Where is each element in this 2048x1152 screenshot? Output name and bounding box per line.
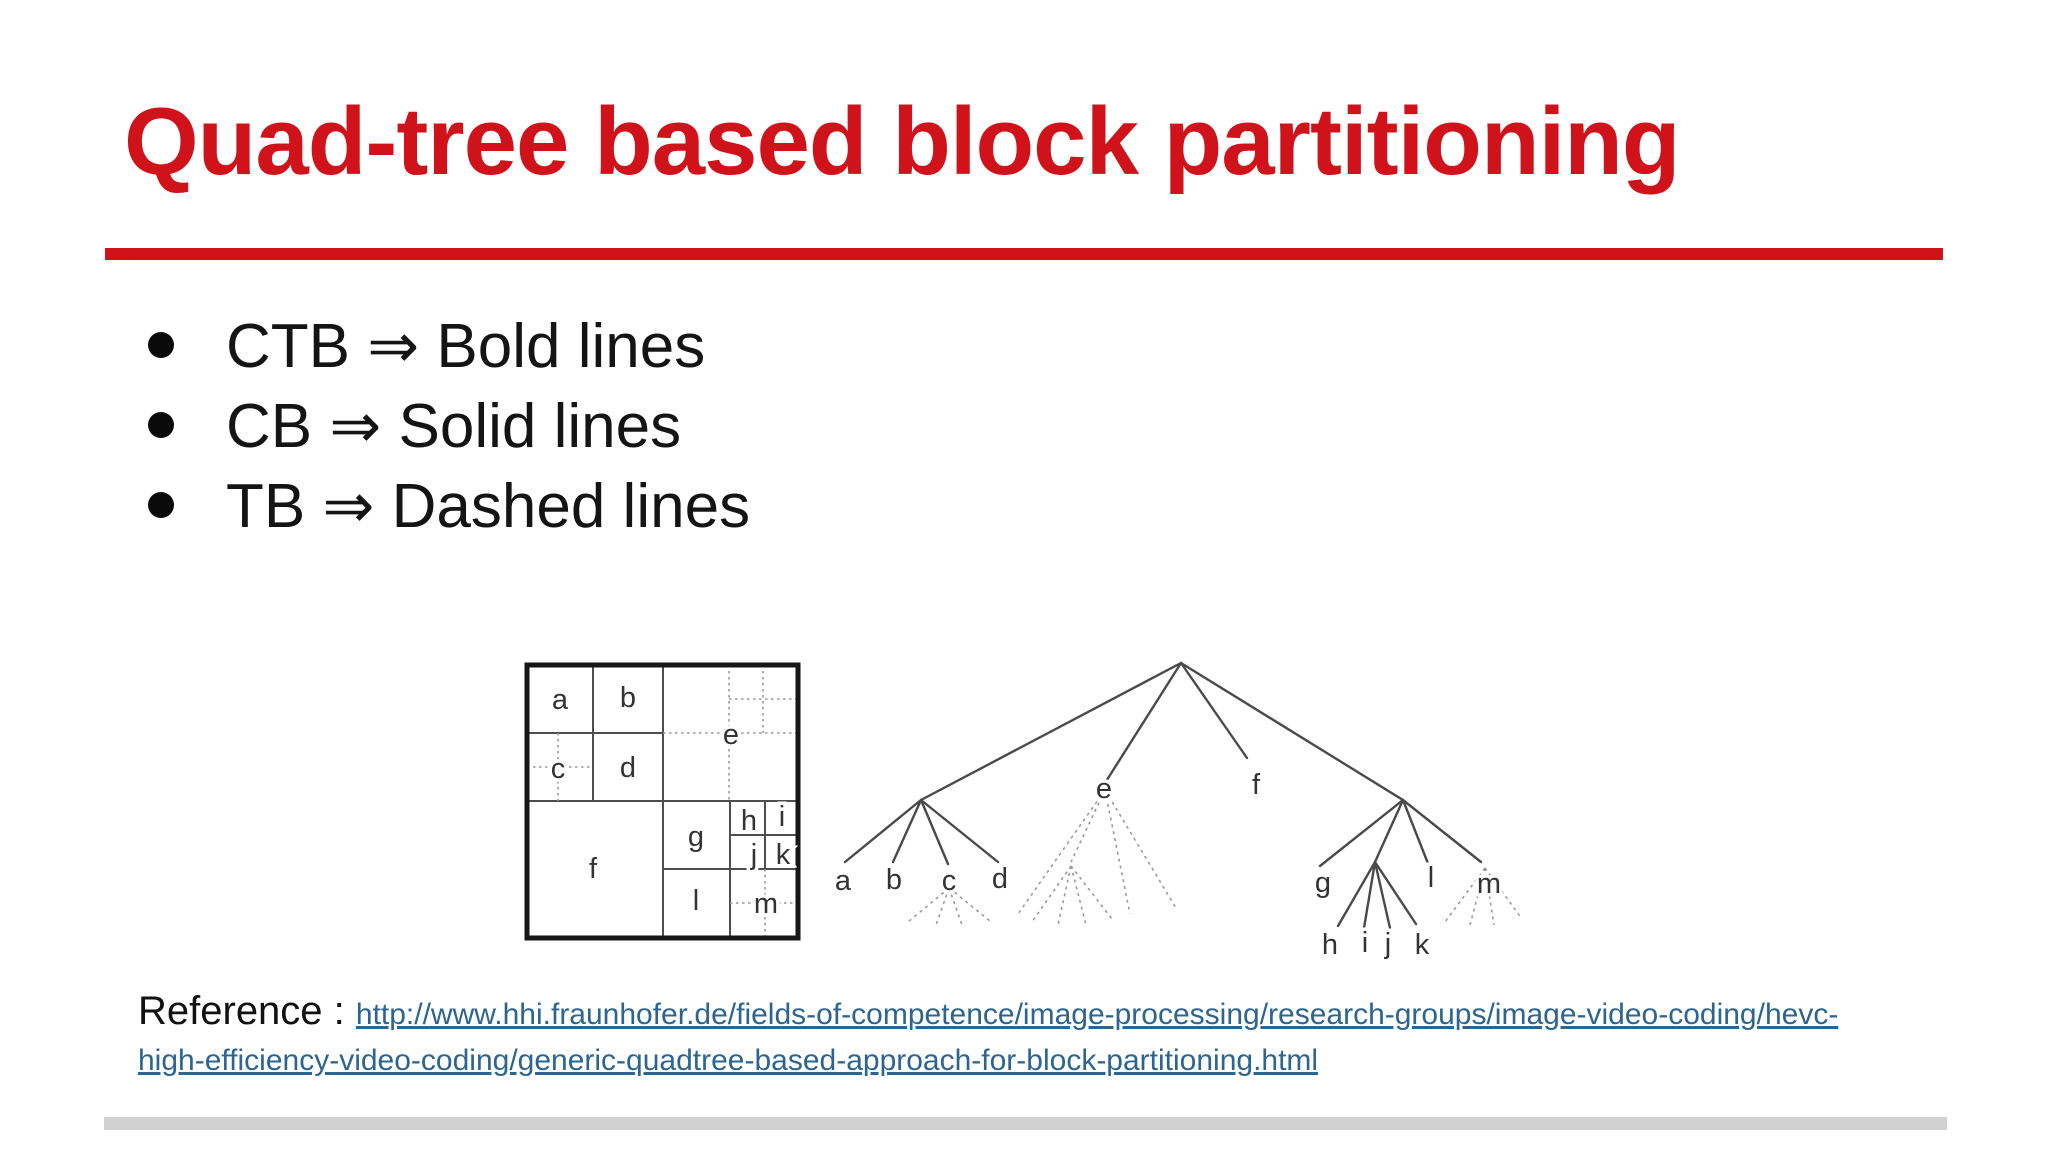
ctb-border [524, 662, 801, 941]
tb-dashed-lines [527, 665, 798, 938]
quadtree-diagram: a b c d e f g h i j k l m [831, 661, 1523, 964]
block-label-f: f [589, 853, 598, 885]
block-label-i: i [779, 801, 785, 833]
block-label-m: m [754, 888, 778, 920]
bullet-icon [148, 412, 174, 438]
tree-label-k: k [1415, 929, 1430, 961]
block-label-h: h [741, 805, 757, 837]
reference-link-line2[interactable]: high-efficiency-video-coding/generic-qua… [138, 1044, 1319, 1077]
list-item: CTB ⇒ Bold lines [148, 305, 750, 385]
slide-bottom-bar [104, 1117, 1947, 1130]
tree-label-j: j [1384, 928, 1391, 960]
block-label-a: a [552, 684, 569, 716]
tree-label-m: m [1477, 868, 1501, 900]
block-label-k: k [776, 839, 791, 871]
list-item: CB ⇒ Solid lines [148, 385, 750, 465]
block-label-l: l [693, 885, 699, 917]
reference-link[interactable]: http://www.hhi.fraunhofer.de/fields-of-c… [138, 998, 1838, 1077]
cb-solid-lines [527, 665, 798, 938]
tree-label-h: h [1322, 929, 1338, 961]
tree-label-i: i [1362, 927, 1368, 959]
tree-solid-edges [843, 661, 1483, 930]
tree-label-b: b [886, 864, 902, 896]
block-label-d: d [620, 752, 636, 784]
block-label-c: c [551, 753, 566, 785]
tree-label-d: d [992, 863, 1008, 895]
tree-dashed-edges [907, 789, 1523, 926]
page-title: Quad-tree based block partitioning [124, 88, 1681, 195]
block-label-j: j [750, 839, 757, 871]
tree-label-f: f [1252, 769, 1261, 801]
bullet-text-tb: TB ⇒ Dashed lines [226, 471, 751, 541]
list-item: TB ⇒ Dashed lines [148, 465, 750, 545]
block-label-e: e [723, 719, 739, 751]
legend-bullet-list: CTB ⇒ Bold lines CB ⇒ Solid lines TB ⇒ D… [148, 305, 750, 545]
quadtree-figure: a b c d e f g h i j k l m [524, 661, 1523, 964]
reference-link-line1[interactable]: http://www.hhi.fraunhofer.de/fields-of-c… [355, 998, 1839, 1031]
bullet-icon [148, 492, 174, 518]
title-underline [105, 248, 1943, 260]
tree-label-e: e [1096, 773, 1112, 805]
bullet-text-cb: CB ⇒ Solid lines [226, 391, 682, 461]
tree-label-a: a [835, 865, 852, 897]
tree-label-g: g [1315, 867, 1331, 899]
block-partition-diagram: a b c d e f g h i j k l m [524, 662, 801, 941]
reference-block: Reference : http://www.hhi.fraunhofer.de… [138, 988, 1948, 1084]
reference-label: Reference : [138, 989, 356, 1033]
tree-label-l: l [1428, 862, 1434, 894]
tree-labels: a b c d e f g h i j k l m [831, 766, 1504, 964]
block-label-b: b [620, 682, 636, 714]
bullet-text-ctb: CTB ⇒ Bold lines [226, 311, 706, 381]
tree-label-c: c [942, 865, 957, 897]
bullet-icon [148, 332, 174, 358]
block-label-g: g [688, 821, 704, 853]
